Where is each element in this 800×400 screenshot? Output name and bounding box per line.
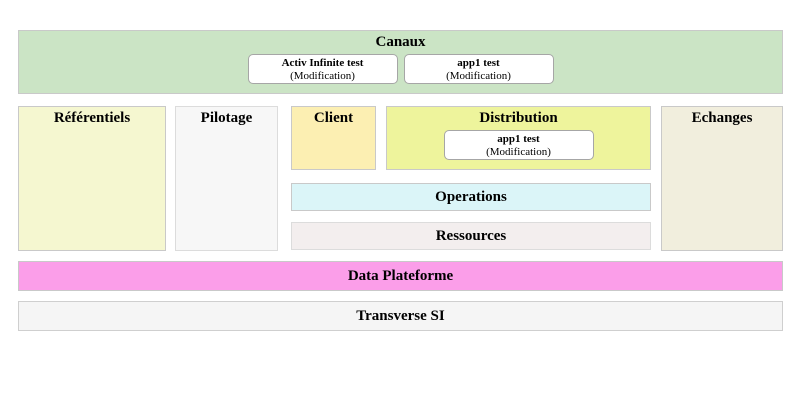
block-distribution-title: Distribution	[479, 110, 558, 126]
app-card-activ-infinite-test[interactable]: Activ Infinite test (Modification)	[247, 54, 398, 84]
block-transverse-si: Transverse SI	[18, 301, 783, 331]
app-status: (Modification)	[290, 70, 355, 82]
app-status: (Modification)	[486, 146, 551, 158]
block-echanges: Echanges	[661, 106, 783, 251]
block-transverse-si-title: Transverse SI	[356, 307, 445, 324]
block-client-title: Client	[313, 110, 354, 126]
block-ressources-title: Ressources	[435, 227, 507, 244]
block-referentiels-title: Référentiels	[53, 110, 131, 126]
block-distribution: Distribution app1 test (Modification)	[386, 106, 651, 170]
block-operations-title: Operations	[435, 188, 507, 205]
block-canaux-title: Canaux	[375, 34, 426, 50]
app-name: app1 test	[457, 57, 500, 69]
block-client: Client	[291, 106, 376, 170]
app-name: Activ Infinite test	[281, 57, 364, 69]
block-referentiels: Référentiels	[18, 106, 166, 251]
block-echanges-title: Echanges	[691, 110, 753, 126]
distribution-apps-row: app1 test (Modification)	[387, 130, 650, 160]
app-name: app1 test	[497, 133, 540, 145]
block-ressources: Ressources	[291, 222, 651, 250]
block-data-plateforme: Data Plateforme	[18, 261, 783, 291]
block-operations: Operations	[291, 183, 651, 211]
app-card-app1-test-distribution[interactable]: app1 test (Modification)	[443, 130, 594, 160]
block-pilotage-title: Pilotage	[200, 110, 253, 126]
block-canaux: Canaux Activ Infinite test (Modification…	[18, 30, 783, 94]
canaux-apps-row: Activ Infinite test (Modification) app1 …	[19, 54, 782, 84]
block-data-plateforme-title: Data Plateforme	[347, 267, 454, 284]
app-card-app1-test[interactable]: app1 test (Modification)	[403, 54, 554, 84]
app-status: (Modification)	[446, 70, 511, 82]
block-pilotage: Pilotage	[175, 106, 278, 251]
